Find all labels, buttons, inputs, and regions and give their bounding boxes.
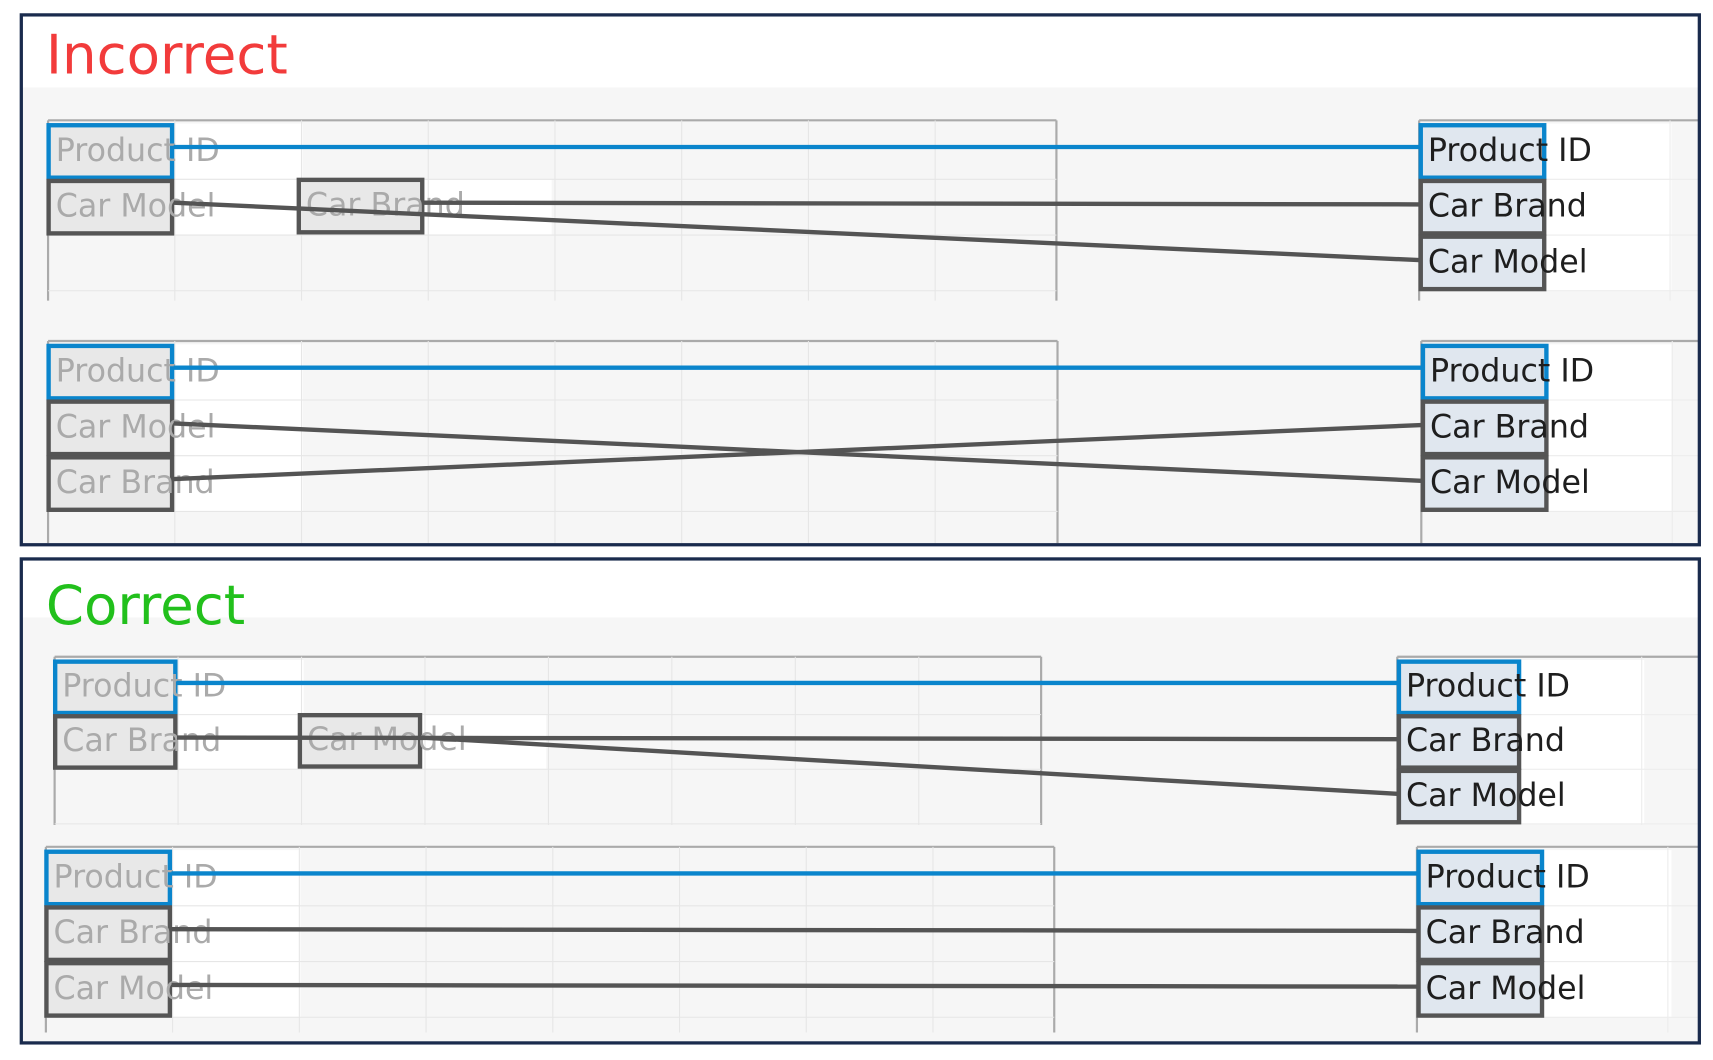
left-field-label: Car Model	[54, 971, 214, 1007]
right-field-label: Car Brand	[1430, 409, 1589, 445]
right-field-box	[1420, 455, 1549, 512]
left-field-label: Product ID	[56, 133, 220, 169]
left-field-label: Car Model	[56, 409, 216, 445]
join-link	[176, 735, 1398, 742]
right-field-box	[1416, 849, 1545, 907]
right-field-label: Car Brand	[1428, 189, 1587, 225]
extra-field-box	[297, 712, 423, 769]
panel-title: Incorrect	[46, 22, 288, 86]
join-link	[173, 422, 1422, 482]
left-field-label: Car Brand	[54, 915, 213, 951]
table-cell	[174, 344, 303, 400]
left-field-label: Product ID	[62, 669, 226, 705]
right-field-box	[1416, 960, 1545, 1018]
left-field-box	[46, 123, 175, 180]
left-field-box	[52, 659, 178, 716]
left-field-label: Product ID	[54, 859, 218, 895]
left-field-box	[44, 960, 173, 1018]
left-field-label: Product ID	[56, 354, 220, 390]
left-field-label: Car Brand	[62, 723, 221, 759]
table-cell	[171, 850, 301, 906]
right-field-label: Product ID	[1428, 133, 1592, 169]
left-field-box	[46, 178, 175, 236]
left-field-label: Car Brand	[56, 465, 215, 501]
table-cell	[178, 660, 304, 715]
right-field-label: Car Brand	[1426, 915, 1585, 951]
left-field-box	[46, 399, 175, 457]
left-field-box	[46, 343, 175, 401]
right-field-label: Car Brand	[1406, 723, 1565, 759]
right-field-box	[1416, 905, 1545, 963]
table-cell	[171, 961, 301, 1018]
join-link	[171, 982, 1417, 989]
right-field-label: Car Model	[1426, 971, 1586, 1007]
right-field-box	[1418, 234, 1547, 292]
panel-frame	[19, 13, 1701, 547]
join-link	[423, 200, 1420, 207]
right-field-box	[1418, 123, 1547, 180]
join-link	[173, 200, 1420, 263]
extra-field-box	[296, 177, 425, 235]
left-field-box	[44, 905, 173, 963]
right-field-label: Car Model	[1430, 465, 1590, 501]
right-field-box	[1420, 399, 1549, 457]
right-field-box	[1396, 659, 1522, 716]
right-field-label: Car Model	[1406, 778, 1566, 814]
left-field-label: Car Model	[56, 189, 216, 225]
extra-field-label: Car Brand	[306, 188, 465, 224]
right-field-label: Product ID	[1406, 669, 1570, 705]
left-field-box	[52, 714, 178, 770]
right-field-box	[1396, 714, 1522, 770]
join-link	[421, 735, 1398, 797]
table-cell	[174, 123, 303, 180]
right-field-box	[1420, 343, 1549, 401]
left-field-box	[44, 849, 173, 907]
right-field-box	[1418, 178, 1547, 236]
diagram: Product ID Car Model Car Brand Product ID Ca…	[46, 119, 1699, 301]
panel-title: Correct	[46, 573, 245, 637]
join-link	[171, 927, 1417, 934]
left-field-box	[46, 455, 175, 512]
right-field-label: Product ID	[1426, 859, 1590, 895]
table-cell	[171, 905, 301, 962]
right-field-box	[1396, 768, 1522, 825]
right-field-label: Product ID	[1430, 354, 1594, 390]
table-cell	[174, 455, 303, 512]
right-field-label: Car Model	[1428, 244, 1588, 280]
panel-frame	[19, 557, 1701, 1045]
